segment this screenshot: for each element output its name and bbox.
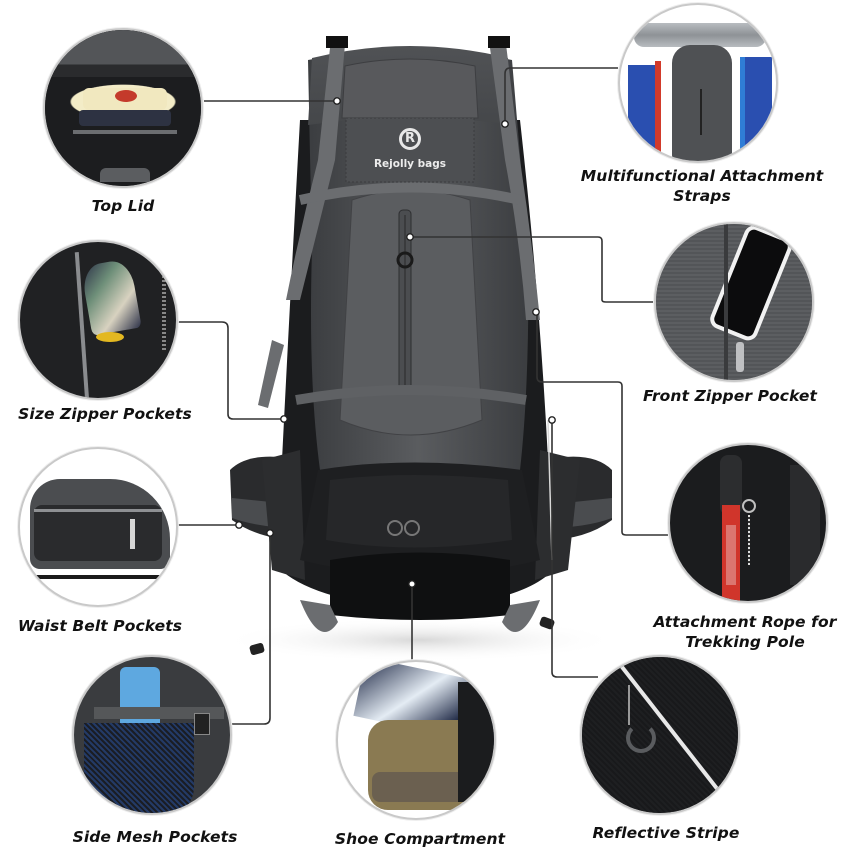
- brand-name: Rejolly bags: [373, 158, 447, 170]
- label-trekking-pole-rope-line1: Attachment Rope for: [653, 613, 837, 631]
- trekking-pole-rope-detail-image: [668, 443, 828, 603]
- label-reflective-stripe: Reflective Stripe: [592, 824, 740, 842]
- shoe-compartment-detail-image: [336, 660, 496, 820]
- top-lid-detail-image: [43, 28, 203, 188]
- label-top-lid: Top Lid: [91, 197, 155, 215]
- brand-logo: R: [390, 126, 430, 152]
- label-shoe-compartment: Shoe Compartment: [334, 830, 506, 848]
- front-zipper-pocket-detail-image: [654, 222, 814, 382]
- label-trekking-pole-rope-line2: Trekking Pole: [685, 633, 805, 651]
- label-attachment-straps-line1: Multifunctional Attachment: [580, 167, 824, 185]
- brand-logo-icon: R: [399, 128, 421, 150]
- label-attachment-straps: Multifunctional Attachment Straps: [572, 166, 832, 206]
- label-front-zipper-pocket: Front Zipper Pocket: [642, 387, 818, 405]
- reflective-stripe-detail-image: [580, 655, 740, 815]
- label-waist-belt-pockets: Waist Belt Pockets: [17, 617, 183, 635]
- side-zipper-pockets-detail-image: [18, 240, 178, 400]
- waist-belt-pockets-detail-image: [18, 447, 178, 607]
- label-trekking-pole-rope: Attachment Rope for Trekking Pole: [640, 612, 850, 652]
- label-side-mesh-pockets: Side Mesh Pockets: [72, 828, 238, 846]
- attachment-straps-detail-image: [618, 3, 778, 163]
- label-attachment-straps-line2: Straps: [673, 187, 731, 205]
- side-mesh-pockets-detail-image: [72, 655, 232, 815]
- label-side-zipper-pockets: Size Zipper Pockets: [18, 405, 192, 423]
